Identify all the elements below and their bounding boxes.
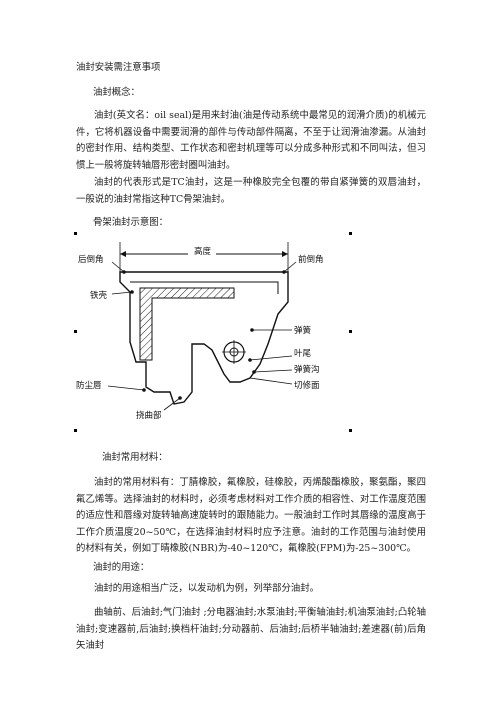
label-rear-chamfer: 后倒角	[78, 254, 104, 265]
label-trim-face: 切修面	[294, 380, 320, 391]
usage-paragraph-2: 曲轴前、后油封;气门油封 ;分电器油封;水泵油封;平衡轴油封;机油泵油封;凸轮轴…	[76, 607, 426, 651]
label-flex-part: 挠曲部	[136, 410, 162, 421]
label-lip: 叶尾	[294, 349, 312, 359]
materials-heading: 油封常用材料：	[102, 452, 168, 463]
label-front-chamfer: 前倒角	[298, 254, 324, 265]
label-dust-lip: 防尘唇	[76, 380, 102, 391]
usage-paragraph-1: 油封的用途相当广泛，以发动机为例，列举部分油封。	[94, 583, 320, 594]
label-spring: 弹簧	[294, 325, 312, 336]
oil-seal-diagram: 高度 后倒角 前倒角 铁壳 弹簧 叶尾	[74, 232, 352, 432]
concept-paragraph-2: 油封的代表形式是TC油封，这是一种橡胶完全包覆的带自紧弹簧的双唇油封，一般说的油…	[76, 177, 426, 205]
label-iron-shell: 铁壳	[90, 290, 108, 301]
usage-heading: 油封的用途：	[93, 562, 150, 573]
concept-heading: 油封概念：	[93, 87, 140, 98]
label-spring-groove: 弹簧沟	[294, 364, 320, 375]
concept-paragraph-1: 油封(英文名：oil seal)是用来封油(油是传动系统中最常见的润滑介质)的机…	[76, 110, 426, 171]
label-height: 高度	[194, 246, 212, 257]
document-title: 油封安装需注意事项	[76, 62, 161, 73]
materials-paragraph: 油封的常用材料有：丁腈橡胶，氟橡胶，硅橡胶，丙烯酸酯橡胶，聚氨酯，聚四氟乙烯等。…	[76, 477, 426, 554]
figure-caption: 骨架油封示意图：	[93, 217, 169, 228]
